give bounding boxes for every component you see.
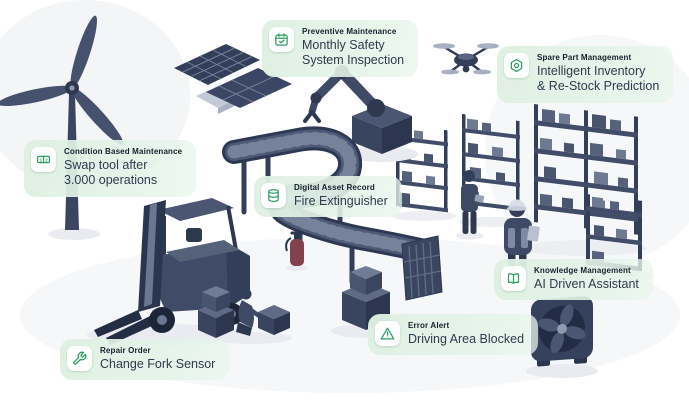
worker-crouching-group	[198, 286, 292, 344]
callout-subtitle: Swap tool after 3.000 operations	[64, 158, 158, 188]
callout-subtitle: AI Driven Assistant	[534, 277, 639, 291]
callout-knowledge-management: Knowledge Management AI Driven Assistant	[494, 259, 653, 301]
tally-counter-icon: 1 2	[31, 147, 56, 172]
callout-repair-order: Repair Order Change Fork Sensor	[60, 339, 230, 381]
callout-title: Preventive Maintenance	[302, 27, 397, 36]
industrial-fan	[526, 296, 598, 378]
svg-text:1: 1	[39, 157, 42, 162]
callout-title: Digital Asset Record	[294, 183, 375, 192]
wind-turbine	[0, 15, 124, 240]
callout-subtitle: Fire Extinguisher	[294, 194, 388, 208]
solar-panels	[174, 44, 292, 114]
calendar-check-icon	[269, 27, 294, 52]
fire-extinguisher	[285, 231, 308, 271]
callout-title: Knowledge Management	[534, 266, 631, 275]
svg-text:2: 2	[45, 157, 48, 162]
warning-icon	[375, 321, 400, 346]
callout-digital-asset-record: Digital Asset Record Fire Extinguisher	[254, 176, 402, 218]
book-icon	[501, 266, 526, 291]
callout-title: Repair Order	[100, 346, 151, 355]
callout-spare-part-management: Spare Part Management Intelligent Invent…	[497, 46, 674, 103]
callout-title: Condition Based Maintenance	[64, 147, 183, 156]
callout-condition-based-maintenance: 1 2 Condition Based Maintenance Swap too…	[24, 140, 197, 197]
robotic-arm	[303, 65, 418, 162]
storage-racks	[392, 104, 654, 282]
callout-subtitle: Change Fork Sensor	[100, 357, 216, 371]
callout-title: Error Alert	[408, 321, 450, 330]
conveyor-end-grate	[401, 235, 443, 301]
callout-subtitle: Driving Area Blocked	[408, 332, 525, 346]
callout-subtitle: Intelligent Inventory & Re-Stock Predict…	[537, 64, 660, 94]
callout-subtitle: Monthly Safety System Inspection	[302, 38, 405, 68]
database-icon	[261, 183, 286, 208]
hexagon-gear-icon	[504, 53, 529, 78]
callout-error-alert: Error Alert Driving Area Blocked	[368, 314, 539, 356]
gripper	[303, 110, 321, 123]
worker-standing	[456, 170, 485, 240]
callout-title: Spare Part Management	[537, 53, 632, 62]
drone	[433, 43, 499, 75]
callout-preventive-maintenance: Preventive Maintenance Monthly Safety Sy…	[262, 20, 419, 77]
wrench-icon	[67, 346, 92, 371]
